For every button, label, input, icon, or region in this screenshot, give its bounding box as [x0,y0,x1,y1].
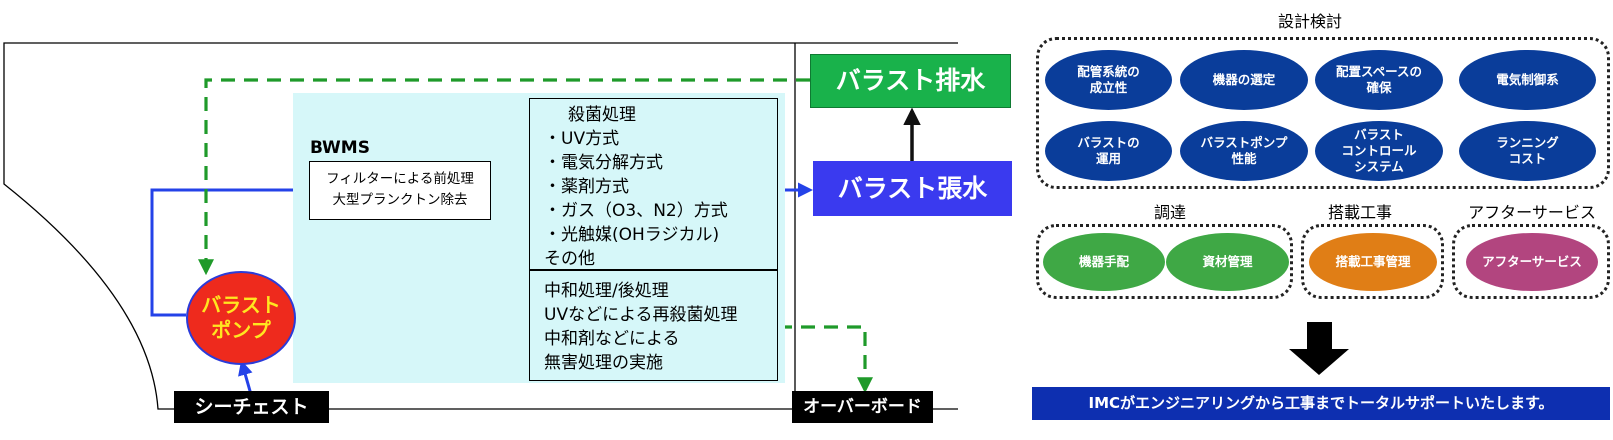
design-item-text: バラストの [1077,135,1140,150]
design-item-text: バラスト [1354,127,1404,142]
overboard-label: オーバーボード [792,391,933,423]
sterilization-title: 殺菌処理 [568,105,636,125]
design-item-operation: バラストの運用 [1045,121,1172,181]
design-item-text: 成立性 [1089,80,1128,95]
sea-chest-label: シーチェスト [174,391,329,423]
installation-group [1301,224,1444,299]
down-arrow [1289,322,1349,375]
design-title: 設計検討 [1277,12,1342,31]
procurement-item-equipment: 機器手配 [1043,233,1165,291]
design-item-text: ランニング [1496,135,1559,150]
pre-treatment-line: 大型プランクトン除去 [332,192,468,208]
sterilization-item: その他 [544,249,595,269]
design-item-pump-performance: バラストポンプ性能 [1180,121,1308,181]
design-item-piping: 配管系統の成立性 [1045,50,1172,110]
procurement-item-text: 機器手配 [1078,254,1129,269]
design-item-equipment: 機器の選定 [1180,50,1308,110]
design-item-running-cost: ランニングコスト [1459,121,1596,181]
design-item-text: バラストポンプ [1200,135,1288,150]
hull-outline [3,42,958,410]
design-item-text: 配管系統の [1077,64,1140,79]
procurement-item-text: 資材管理 [1202,254,1253,269]
post-treatment-line: UVなどによる再殺菌処理 [544,305,738,325]
design-item-text: 運用 [1095,151,1121,166]
design-item-electrical: 電気制御系 [1459,50,1596,110]
design-item-text: 機器の選定 [1212,72,1276,87]
procurement-title: 調達 [1153,203,1186,222]
sterilization-item: ・ガス（O3、N2）方式 [544,201,728,221]
procurement-item-materials: 資材管理 [1166,233,1289,291]
after-service-group [1452,224,1610,299]
pump-label-line: バラスト [201,293,281,317]
design-item-text: システム [1354,159,1404,174]
design-item-text: 性能 [1231,151,1257,166]
ballast-intake-box: バラスト張水 [813,161,1012,216]
design-item-control-system: バラストコントロールシステム [1315,121,1443,181]
pre-treatment-line: フィルターによる前処理 [326,171,474,187]
design-item-text: 確保 [1366,80,1392,95]
sterilization-box: 殺菌処理 ・UV方式 ・電気分解方式 ・薬剤方式 ・ガス（O3、N2）方式 ・光… [529,98,778,270]
ballast-pump: バラスト ポンプ [186,271,296,365]
post-treatment-line: 中和剤などによる [544,329,680,349]
after-service-item: アフターサービス [1466,233,1598,291]
design-item-text: 配置スペースの [1335,64,1422,79]
after-service-item-text: アフターサービス [1482,254,1582,269]
installation-item-text: 搭載工事管理 [1335,254,1411,269]
support-banner: IMCがエンジニアリングから工事までトータルサポートいたします。 [1032,387,1610,420]
pump-label-line: ポンプ [211,318,271,342]
post-treatment-box: 中和処理/後処理 UVなどによる再殺菌処理 中和剤などによる 無害処理の実施 [529,270,778,381]
design-item-text: 電気制御系 [1496,72,1559,87]
design-item-text: コスト [1508,151,1547,166]
design-item-text: コントロール [1341,143,1417,158]
sterilization-item: ・光触媒(OHラジカル) [544,225,720,245]
design-item-space: 配置スペースの確保 [1315,50,1443,110]
design-group [1036,37,1610,189]
bwms-label: BWMS [310,138,370,158]
procurement-group [1036,224,1293,299]
installation-title: 搭載工事 [1327,203,1392,222]
sterilization-item: ・電気分解方式 [544,153,663,173]
after-service-title: アフターサービス [1468,203,1596,222]
sterilization-item: ・UV方式 [544,129,620,149]
pre-treatment-box: フィルターによる前処理 大型プランクトン除去 [309,161,491,220]
post-treatment-line: 中和処理/後処理 [544,281,669,301]
sterilization-item: ・薬剤方式 [544,177,629,197]
installation-item-management: 搭載工事管理 [1309,233,1437,291]
ballast-discharge-box: バラスト排水 [810,54,1011,108]
post-treatment-line: 無害処理の実施 [544,353,663,373]
